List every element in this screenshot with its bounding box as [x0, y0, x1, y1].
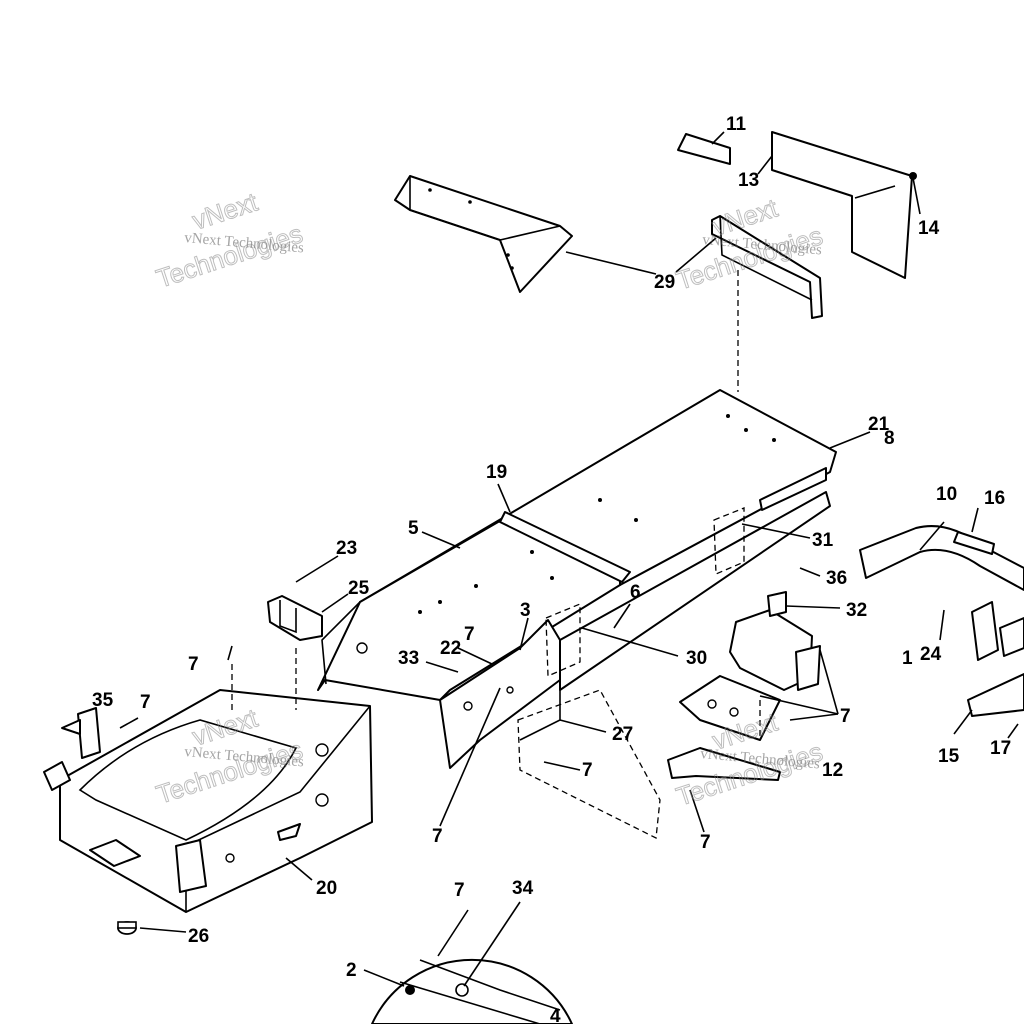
callout-8: 8 [884, 428, 895, 449]
callout-12: 12 [822, 760, 843, 781]
callout-27: 27 [612, 724, 633, 745]
watermark-top-right: vNext Technologies vNext Technologies [672, 192, 827, 296]
upper-rear-cover [394, 175, 573, 293]
plug-26 [117, 921, 137, 935]
callout-34: 34 [512, 878, 534, 899]
callout-10: 10 [936, 484, 957, 505]
callout-2: 2 [346, 960, 357, 981]
callout-6: 6 [630, 582, 641, 603]
hinge-35 [61, 707, 101, 759]
leader-lines [119, 131, 1019, 987]
callout-32: 32 [846, 600, 867, 621]
callout-7d: 7 [840, 706, 851, 727]
tube-15 [967, 617, 1024, 717]
callout-1: 1 [902, 648, 913, 669]
callout-24: 24 [920, 644, 942, 665]
mount-plate-27 [679, 675, 781, 741]
callout-26: 26 [188, 926, 209, 947]
floor-pan-20 [43, 689, 373, 913]
callout-19: 19 [486, 462, 507, 483]
callout-25: 25 [348, 578, 370, 599]
callout-3: 3 [520, 600, 531, 621]
callout-17: 17 [990, 738, 1011, 759]
callout-22: 22 [440, 638, 461, 659]
callout-15: 15 [938, 746, 960, 767]
watermark-top-left: vNext Technologies vNext Technologies [152, 186, 307, 294]
callout-36: 36 [826, 568, 847, 589]
center-lines [231, 270, 761, 740]
callout-31: 31 [812, 530, 834, 551]
main-frame [317, 389, 837, 769]
plate-30 [545, 603, 581, 677]
bracket-25 [267, 595, 323, 641]
callout-30: 30 [686, 648, 707, 669]
callout-23: 23 [336, 538, 357, 559]
callout-20: 20 [316, 878, 337, 899]
callout-5: 5 [408, 518, 419, 539]
callout-7f: 7 [700, 832, 711, 853]
bracket-24 [971, 601, 999, 661]
callout-7c: 7 [140, 692, 151, 713]
callout-4: 4 [550, 1006, 561, 1024]
callout-7g: 7 [432, 826, 443, 847]
callout-7h: 7 [454, 880, 465, 901]
lower-dashed-bracket [517, 689, 661, 840]
callout-35: 35 [92, 690, 114, 711]
callout-13: 13 [738, 170, 759, 191]
callout-11: 11 [726, 114, 747, 135]
upper-bracket [711, 215, 823, 319]
plate-31 [713, 507, 745, 575]
callout-29: 29 [654, 272, 675, 293]
switch-box [729, 591, 821, 691]
callout-21: 21 [868, 414, 890, 435]
svg-text:Technologies: Technologies [153, 218, 307, 293]
callout-labels: 11 13 14 29 21 8 19 5 10 16 31 23 36 25 … [92, 114, 1011, 1024]
handle-tube-10 [859, 525, 1024, 591]
callout-7b: 7 [188, 654, 199, 675]
svg-text:Technologies: Technologies [673, 220, 827, 295]
screw-14 [909, 172, 917, 180]
callout-7e: 7 [582, 760, 593, 781]
svg-text:vNext: vNext [189, 186, 262, 235]
callout-16: 16 [984, 488, 1005, 509]
callout-33: 33 [398, 648, 419, 669]
decal-16 [953, 531, 995, 555]
callout-14: 14 [918, 218, 940, 239]
decal-11 [677, 133, 731, 165]
detail-inset [371, 958, 573, 1024]
bracket-12 [667, 747, 781, 781]
callout-7a: 7 [464, 624, 475, 645]
